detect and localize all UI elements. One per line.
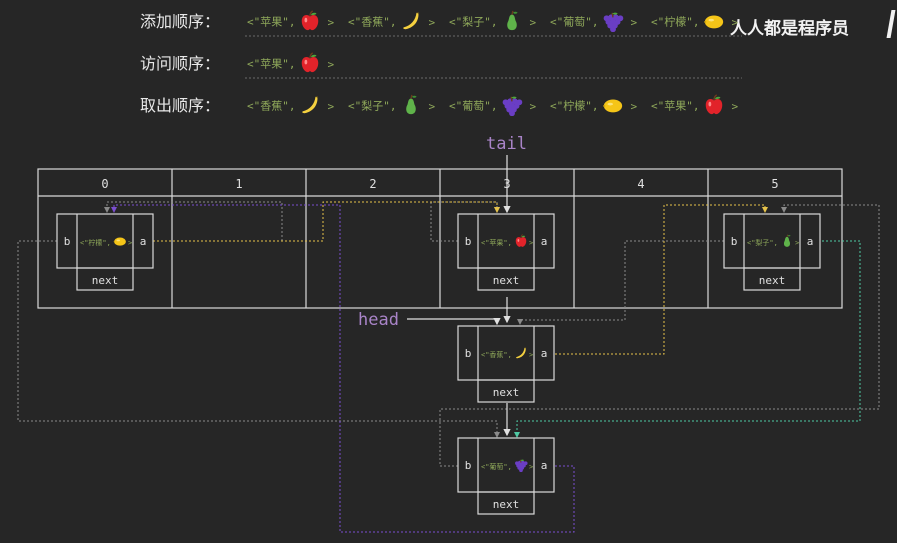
- banana-icon: [400, 10, 422, 35]
- node-apple: b a next <"苹果", >: [457, 213, 555, 291]
- node-before-label: b: [465, 347, 472, 360]
- node-key: <"葡萄",: [481, 462, 512, 471]
- apple-icon: [515, 234, 527, 247]
- node-key: <"柠檬",: [80, 238, 111, 247]
- bucket-index-1: 1: [235, 177, 242, 191]
- tail-pointer-label: tail: [486, 134, 527, 154]
- head-pointer-label: head: [358, 310, 399, 330]
- node-pear: b a next <"梨子", >: [723, 213, 821, 291]
- node-key: <"香蕉",: [481, 350, 512, 359]
- node-key-close: >: [529, 463, 533, 471]
- watermark: 人人都是程序员: [730, 19, 849, 39]
- node-before-label: b: [465, 459, 472, 472]
- order-item-key: <"柠檬",: [651, 15, 700, 29]
- node-key-close: >: [529, 351, 533, 359]
- banana-icon: [516, 347, 527, 359]
- add-order-item: <"柠檬", >: [651, 10, 738, 35]
- order-item-key: <"梨子",: [449, 15, 498, 29]
- node-grape: b a next <"葡萄", >: [457, 437, 555, 515]
- grape-icon: [501, 94, 523, 119]
- remove-order-item: <"香蕉", >: [247, 94, 334, 119]
- node-key: <"梨子",: [747, 238, 778, 247]
- order-item-key: <"香蕉",: [348, 15, 397, 29]
- node-before-label: b: [64, 235, 71, 248]
- order-item-close: >: [529, 99, 537, 113]
- bucket-index-0: 0: [101, 177, 108, 191]
- pear-icon: [501, 10, 523, 35]
- node-next-label: next: [493, 274, 520, 287]
- order-item-close: >: [630, 15, 638, 29]
- remove-order-item: <"梨子", >: [348, 94, 435, 119]
- node-after-label: a: [541, 347, 548, 360]
- add-order-label: 添加顺序：: [140, 12, 221, 31]
- add-order-item: <"苹果", >: [247, 10, 334, 35]
- order-item-close: >: [428, 15, 436, 29]
- order-item-key: <"苹果",: [247, 57, 296, 71]
- order-item-key: <"葡萄",: [550, 15, 599, 29]
- add-order-item: <"香蕉", >: [348, 10, 435, 35]
- order-item-close: >: [327, 15, 335, 29]
- node-next-label: next: [493, 498, 520, 511]
- grape-icon: [515, 459, 528, 472]
- order-item-key: <"梨子",: [348, 99, 397, 113]
- bucket-index-2: 2: [369, 177, 376, 191]
- order-item-key: <"柠檬",: [550, 99, 599, 113]
- node-next-label: next: [759, 274, 786, 287]
- apple-icon: [299, 52, 321, 77]
- pear-icon: [400, 94, 422, 119]
- bucket-index-5: 5: [771, 177, 778, 191]
- order-item-close: >: [529, 15, 537, 29]
- remove-order-label: 取出顺序：: [140, 96, 221, 115]
- pear-icon: [783, 234, 791, 247]
- banana-icon: [299, 94, 321, 119]
- node-banana: b a next <"香蕉", >: [457, 325, 555, 403]
- order-item-key: <"香蕉",: [247, 99, 296, 113]
- access-order-label: 访问顺序：: [140, 54, 221, 73]
- node-key-close: >: [529, 239, 533, 247]
- order-item-key: <"苹果",: [651, 99, 700, 113]
- order-item-close: >: [630, 99, 638, 113]
- bucket-index-4: 4: [637, 177, 644, 191]
- remove-order-item: <"葡萄", >: [449, 94, 536, 119]
- order-item-close: >: [327, 99, 335, 113]
- lemon-icon: [602, 94, 624, 119]
- lemon-icon: [113, 237, 126, 246]
- add-order-item: <"葡萄", >: [550, 10, 637, 35]
- node-key: <"苹果",: [481, 238, 512, 247]
- node-key-close: >: [128, 239, 132, 247]
- order-item-key: <"葡萄",: [449, 99, 498, 113]
- order-item-close: >: [327, 57, 335, 71]
- node-after-label: a: [541, 235, 548, 248]
- node-next-label: next: [493, 386, 520, 399]
- apple-icon: [703, 94, 725, 119]
- node-after-label: a: [807, 235, 814, 248]
- access-order-item: <"苹果", >: [247, 52, 334, 77]
- order-item-close: >: [731, 15, 739, 29]
- order-item-close: >: [428, 99, 436, 113]
- apple-icon: [299, 10, 321, 35]
- lemon-icon: [703, 10, 725, 35]
- order-item-close: >: [731, 99, 739, 113]
- node-after-label: a: [541, 459, 548, 472]
- node-next-label: next: [92, 274, 119, 287]
- node-after-label: a: [140, 235, 147, 248]
- add-order-item: <"梨子", >: [449, 10, 536, 35]
- node-before-label: b: [731, 235, 738, 248]
- remove-order-item: <"柠檬", >: [550, 94, 637, 119]
- node-key-close: >: [795, 239, 799, 247]
- node-before-label: b: [465, 235, 472, 248]
- remove-order-item: <"苹果", >: [651, 94, 738, 119]
- grape-icon: [602, 10, 624, 35]
- node-lemon: b a next <"柠檬", >: [56, 213, 154, 291]
- order-item-key: <"苹果",: [247, 15, 296, 29]
